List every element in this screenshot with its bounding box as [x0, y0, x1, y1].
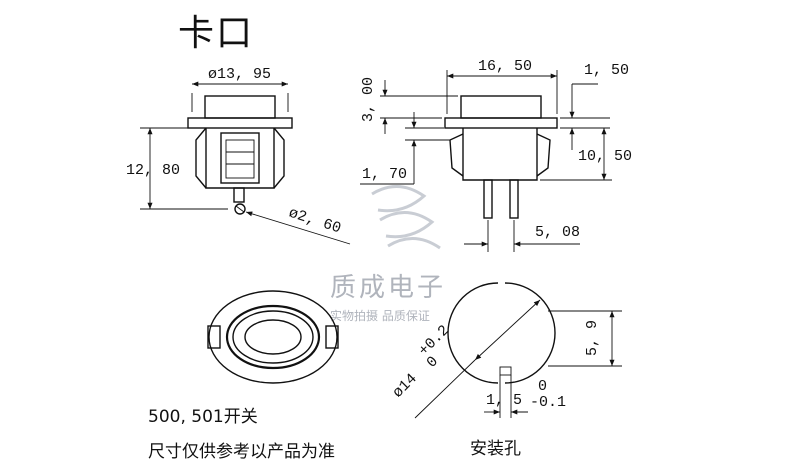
side-top-dim: 1, 50	[584, 62, 629, 79]
front-width-dim: ø13, 95	[208, 66, 271, 83]
watermark-logo-icon	[371, 185, 441, 250]
hole-tol-upper: +0.2	[416, 322, 453, 359]
watermark-tagline: 实物拍摄 品质保证	[330, 308, 430, 323]
side-view: 16, 50 1, 50 10, 50 3, 00 1, 70 5, 08	[360, 58, 632, 252]
slot-width-dim: 1, 5	[486, 392, 522, 409]
disclaimer-note: 尺寸仅供参考以产品为准	[148, 442, 335, 462]
front-view: ø13, 95 12, 80 ø2, 60	[126, 66, 351, 245]
watermark: 质成电子 实物拍摄 品质保证	[330, 185, 446, 323]
page-title: 卡口	[178, 13, 255, 54]
side-flange-dim: 1, 70	[362, 166, 407, 183]
side-height-dim: 10, 50	[578, 148, 632, 165]
slot-tol-lower: -0.1	[530, 394, 566, 411]
pin-hole-dim: ø2, 60	[286, 205, 343, 238]
hole-dia-dim: ø14	[390, 370, 421, 401]
hole-label: 安装孔	[470, 439, 521, 459]
model-note: 500, 501开关	[148, 407, 258, 427]
watermark-name: 质成电子	[330, 273, 446, 303]
hole-flat-dim: 5, 9	[584, 320, 601, 356]
bottom-view	[207, 290, 339, 384]
slot-tol-upper: 0	[538, 378, 547, 395]
side-cap-dim: 3, 00	[360, 77, 377, 122]
mounting-hole: ø14 +0.2 0 5, 9 1, 5 0 -0.1	[390, 282, 622, 419]
hole-tol-lower: 0	[424, 353, 442, 371]
pin-pitch-dim: 5, 08	[535, 224, 580, 241]
side-width-dim: 16, 50	[478, 58, 532, 75]
front-height-dim: 12, 80	[126, 162, 180, 179]
